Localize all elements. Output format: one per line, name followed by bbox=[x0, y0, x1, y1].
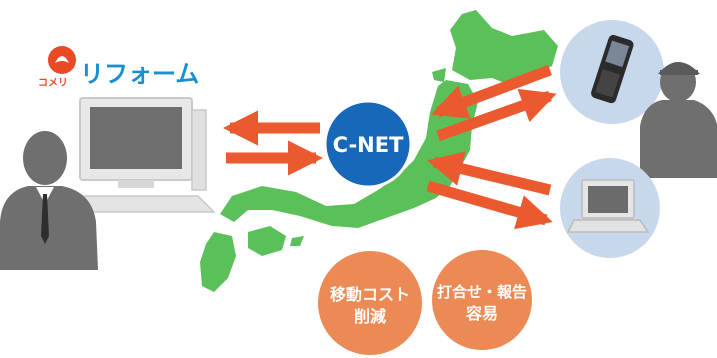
desktop-monitor-icon bbox=[68, 97, 216, 213]
laptop-icon bbox=[566, 179, 650, 233]
mobile-bubble bbox=[560, 20, 664, 124]
hub-label: C-NET bbox=[333, 133, 405, 157]
benefit-easy-meetings: 打合せ・報告 容易 bbox=[432, 250, 532, 350]
arrow-from-laptop bbox=[427, 151, 552, 196]
benefit-cost-reduction: 移動コスト 削減 bbox=[318, 251, 422, 355]
logo-product-text: リフォーム bbox=[80, 60, 199, 88]
office-person-icon bbox=[0, 131, 98, 270]
cnet-hub: C-NET bbox=[323, 99, 413, 189]
mobile-phone-icon bbox=[591, 34, 634, 104]
arrow-to-laptop bbox=[426, 180, 553, 230]
benefit-2-line2: 容易 bbox=[465, 304, 498, 323]
benefit-1-line2: 削減 bbox=[354, 307, 386, 326]
office-arrows bbox=[222, 110, 324, 176]
laptop-bubble bbox=[560, 158, 660, 258]
japan-map bbox=[200, 10, 558, 292]
arrow-to-mobile bbox=[436, 88, 557, 142]
worker-person-icon bbox=[640, 62, 717, 178]
mobile-arrows bbox=[431, 64, 557, 142]
arrow-from-mobile bbox=[431, 64, 552, 119]
laptop-arrows bbox=[426, 151, 553, 230]
komeri-reform-logo: コメリ リフォーム bbox=[38, 46, 199, 89]
benefit-2-line1: 打合せ・報告 bbox=[437, 283, 527, 301]
logo-brand-text: コメリ bbox=[38, 77, 68, 89]
benefit-1-line1: 移動コスト bbox=[330, 285, 410, 304]
